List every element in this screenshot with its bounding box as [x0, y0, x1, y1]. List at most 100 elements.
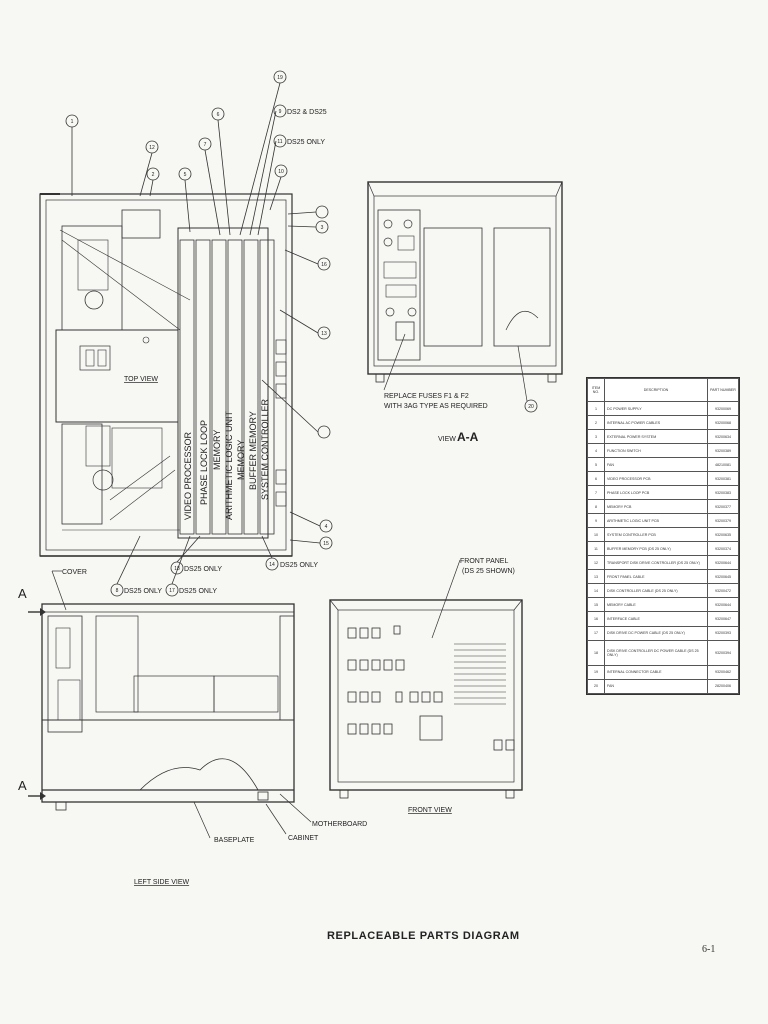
balloon-number: 16 — [321, 262, 327, 268]
parts-description: INTERFACE CABLE — [604, 611, 708, 627]
parts-item-number: 20 — [587, 678, 605, 695]
parts-item-number: 19 — [587, 664, 605, 680]
balloon-number: 10 — [278, 169, 284, 175]
parts-description: ARITHMETIC LOGIC UNIT PCB — [604, 513, 708, 529]
parts-part-number: 93200383 — [707, 485, 739, 501]
parts-item-number: 17 — [587, 625, 605, 641]
callout-cover: COVER — [62, 569, 87, 576]
parts-item-number: 14 — [587, 583, 605, 599]
parts-description: MEMORY CABLE — [604, 597, 708, 613]
top-view-callouts — [65, 70, 333, 597]
callout-cabinet: CABINET — [288, 835, 319, 842]
balloon-number: 9 — [279, 109, 282, 115]
front-view-panel — [329, 559, 523, 799]
parts-part-number: 93200645 — [707, 569, 739, 585]
balloon-number: 8 — [116, 588, 119, 594]
parts-description: BUFFER MEMORY PCB (DS 25 ONLY) — [604, 541, 708, 557]
board-label: BUFFER MEMORY — [248, 411, 258, 490]
parts-description: FAN — [604, 457, 708, 473]
parts-item-number: 7 — [587, 485, 605, 501]
balloon-number: 20 — [528, 404, 534, 410]
parts-item-number: 18 — [587, 639, 605, 666]
parts-part-number: 93200374 — [707, 541, 739, 557]
parts-description: EXTERNAL POWER SYSTEM — [604, 429, 708, 445]
board-label: SYSTEM CONTROLLER — [260, 398, 270, 500]
parts-part-number: 93200069 — [707, 400, 739, 417]
parts-header-item: ITEM NO. — [587, 378, 605, 402]
parts-description: PHASE LOCK LOOP PCB — [604, 485, 708, 501]
callout-ds25-only: DS25 ONLY — [184, 566, 222, 573]
balloon-number: 5 — [184, 172, 187, 178]
balloon-number: 17 — [169, 588, 175, 594]
board-label: VIDEO PROCESSOR — [183, 431, 193, 520]
parts-item-number: 16 — [587, 611, 605, 627]
balloon-number: 14 — [269, 562, 275, 568]
callout-front-panel: FRONT PANEL — [460, 558, 508, 565]
left-side-view-label: LEFT SIDE VIEW — [134, 879, 189, 886]
parts-part-number: 93200379 — [707, 513, 739, 529]
section-marker-top: A — [18, 586, 27, 601]
parts-item-number: 8 — [587, 499, 605, 515]
parts-item-number: 6 — [587, 471, 605, 487]
parts-description: SYSTEM CONTROLLER PCB — [604, 527, 708, 543]
parts-item-number: 5 — [587, 457, 605, 473]
parts-description: INTERNAL CONNECTOR CABLE — [604, 664, 708, 680]
callout-ds25-only: DS25 ONLY — [280, 562, 318, 569]
parts-description: DC POWER SUPPLY — [604, 400, 708, 417]
parts-part-number: 93200462 — [707, 664, 739, 680]
callout-motherboard: MOTHERBOARD — [312, 821, 367, 828]
balloon-number: 1 — [71, 119, 74, 125]
parts-item-number: 4 — [587, 443, 605, 459]
parts-item-number: 15 — [587, 597, 605, 613]
parts-header-part-number: PART NUMBER — [707, 378, 739, 402]
parts-item-number: 11 — [587, 541, 605, 557]
parts-part-number: 93200644 — [707, 597, 739, 613]
top-view-chassis — [39, 193, 293, 557]
parts-part-number: 93200635 — [707, 527, 739, 543]
balloon-number: 12 — [149, 145, 155, 151]
board-labels: VIDEO PROCESSOR PHASE LOCK LOOP MEMORY A… — [183, 398, 270, 520]
balloon-number: 2 — [152, 172, 155, 178]
parts-item-number: 3 — [587, 429, 605, 445]
view-aa-label: VIEW — [438, 436, 456, 443]
parts-part-number: 93200393 — [707, 625, 739, 641]
callout-baseplate: BASEPLATE — [214, 837, 255, 844]
parts-description: FRONT PANEL CABLE — [604, 569, 708, 585]
parts-item-number: 10 — [587, 527, 605, 543]
top-view-label: TOP VIEW — [124, 376, 158, 383]
parts-description: MEMORY PCB — [604, 499, 708, 515]
parts-header-description: DESCRIPTION — [604, 378, 708, 402]
balloon-number: 11 — [277, 139, 282, 145]
board-label: MEMORY — [212, 430, 222, 470]
board-label: PHASE LOCK LOOP — [199, 420, 209, 505]
balloon-number: 7 — [204, 142, 207, 148]
view-aa-letters: A-A — [457, 430, 479, 444]
parts-part-number: 93200472 — [707, 583, 739, 599]
page-title: REPLACEABLE PARTS DIAGRAM — [327, 930, 520, 942]
callout-ds25-only: DS25 ONLY — [179, 588, 217, 595]
parts-item-number: 9 — [587, 513, 605, 529]
parts-item-number: 2 — [587, 415, 605, 431]
callout-replace-fuses: REPLACE FUSES F1 & F2 — [384, 393, 469, 400]
parts-description: VIDEO PROCESSOR PCB — [604, 471, 708, 487]
parts-part-number: 93200647 — [707, 611, 739, 627]
callout-ds25-only: DS25 ONLY — [124, 588, 162, 595]
